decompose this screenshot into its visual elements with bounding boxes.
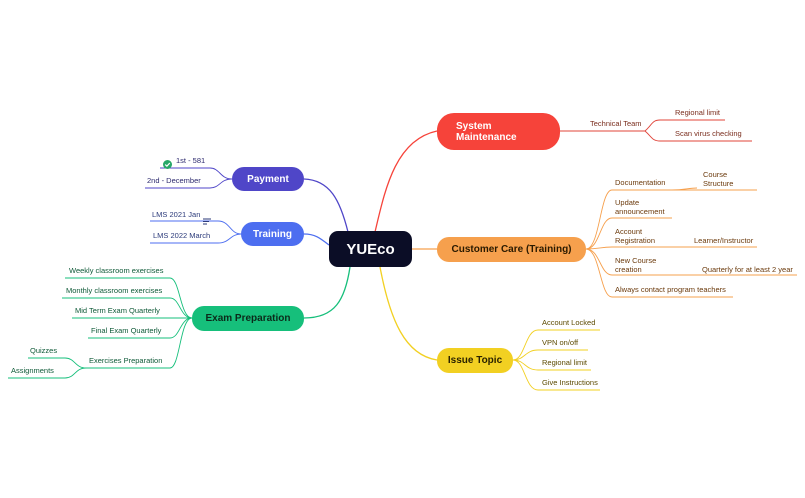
notes-icon (203, 212, 211, 230)
root-node[interactable]: YUEco (329, 231, 412, 267)
exercises-preparation-label[interactable]: Exercises Preparation (89, 356, 163, 365)
account-locked-label[interactable]: Account Locked (542, 318, 596, 327)
connector-training (303, 233, 330, 246)
course-structure-line1[interactable]: Course (703, 170, 728, 179)
branch-payment[interactable]: Payment (232, 167, 304, 191)
branch-system-maintenance[interactable]: System Maintenance (437, 113, 560, 150)
payment-second-label[interactable]: 2nd - December (147, 176, 201, 185)
branch-issue-topic[interactable]: Issue Topic (437, 348, 513, 373)
payment-first-label[interactable]: 1st - 581 (176, 156, 206, 165)
it-regional-limit-label[interactable]: Regional limit (542, 358, 588, 367)
account-line2[interactable]: Registration (615, 236, 656, 245)
learner-instructor-label[interactable]: Learner/Instructor (694, 236, 754, 245)
scan-virus-label[interactable]: Scan virus checking (675, 129, 742, 138)
course-structure-line2[interactable]: Structure (703, 179, 734, 188)
system-maintenance-line2: Maintenance (456, 131, 517, 143)
new-course-line1[interactable]: New Course (615, 256, 657, 265)
quizzes-label[interactable]: Quizzes (30, 346, 58, 355)
contact-teachers-label[interactable]: Always contact program teachers (615, 285, 726, 294)
update-line2[interactable]: announcement (615, 207, 665, 216)
system-maintenance-line1: System (456, 120, 492, 132)
lms-2021-label[interactable]: LMS 2021 Jan (152, 210, 201, 219)
new-course-line2[interactable]: creation (615, 265, 642, 274)
check-circle-icon (163, 156, 172, 174)
vpn-label[interactable]: VPN on/off (542, 338, 579, 347)
midterm-exam-label[interactable]: Mid Term Exam Quarterly (75, 306, 160, 315)
connector-payment (303, 178, 349, 233)
weekly-exercises-label[interactable]: Weekly classroom exercises (69, 266, 164, 275)
assignments-label[interactable]: Assignments (11, 366, 54, 375)
branch-exam-preparation[interactable]: Exam Preparation (192, 306, 304, 331)
update-line1[interactable]: Update (615, 198, 640, 207)
monthly-exercises-label[interactable]: Monthly classroom exercises (66, 286, 163, 295)
branch-training[interactable]: Training (241, 222, 304, 246)
connector-exam (303, 266, 351, 319)
final-exam-label[interactable]: Final Exam Quarterly (91, 326, 162, 335)
account-line1[interactable]: Account (615, 227, 643, 236)
lms-2022-label[interactable]: LMS 2022 March (153, 231, 211, 240)
documentation-label[interactable]: Documentation (615, 178, 666, 187)
sm-regional-limit-label[interactable]: Regional limit (675, 108, 721, 117)
quarterly-label[interactable]: Quarterly for at least 2 year (702, 265, 793, 274)
give-instructions-label[interactable]: Give Instructions (542, 378, 598, 387)
branch-customer-care[interactable]: Customer Care (Training) (437, 237, 586, 262)
technical-team-label[interactable]: Technical Team (590, 119, 642, 128)
connector-system-maintenance (374, 130, 438, 233)
connector-issue-topic (379, 266, 438, 361)
